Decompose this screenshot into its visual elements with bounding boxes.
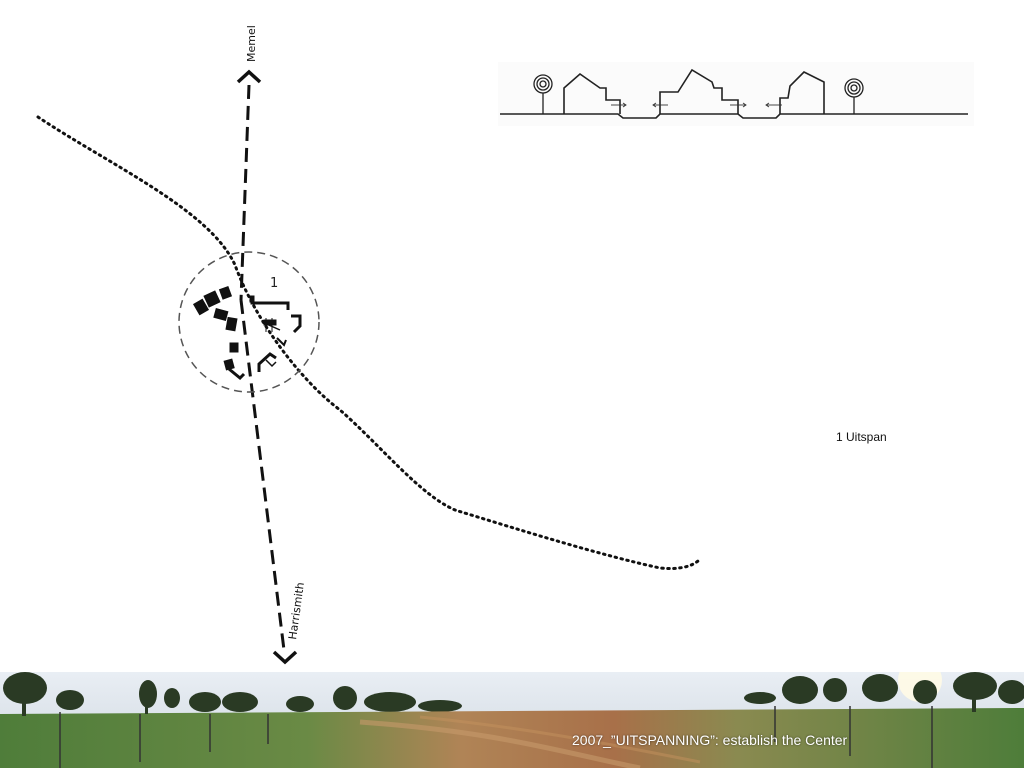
tree-line	[3, 672, 1024, 712]
tree-icon	[533, 74, 553, 114]
caption: 2007_”UITSPANNING”: establish the Center	[572, 732, 848, 748]
fence-posts	[59, 706, 933, 768]
route-label-north: Memel	[245, 25, 258, 62]
dotted-path	[36, 115, 700, 570]
arrow-down-icon	[272, 650, 298, 665]
section-sketch	[498, 62, 974, 126]
route-label-south: Harrismith	[286, 581, 307, 640]
house-profile-left	[563, 72, 621, 114]
settlement-footprints	[192, 285, 302, 381]
panorama-photo	[0, 672, 1024, 768]
arrow-up-icon	[236, 69, 262, 84]
house-profile-center	[659, 68, 739, 114]
route-dashed-north	[239, 84, 251, 301]
zone-circle	[178, 251, 320, 393]
house-profile-right	[779, 71, 825, 114]
zone-number: 1	[270, 276, 278, 291]
ground-line	[500, 113, 968, 119]
route-dashed-south	[239, 299, 286, 651]
tree-icon	[844, 78, 864, 114]
legend-item-uitspan: 1 Uitspan	[836, 430, 887, 444]
site-map: Memel Harrismith 1	[36, 25, 700, 665]
double-arrow-icon	[611, 102, 782, 108]
